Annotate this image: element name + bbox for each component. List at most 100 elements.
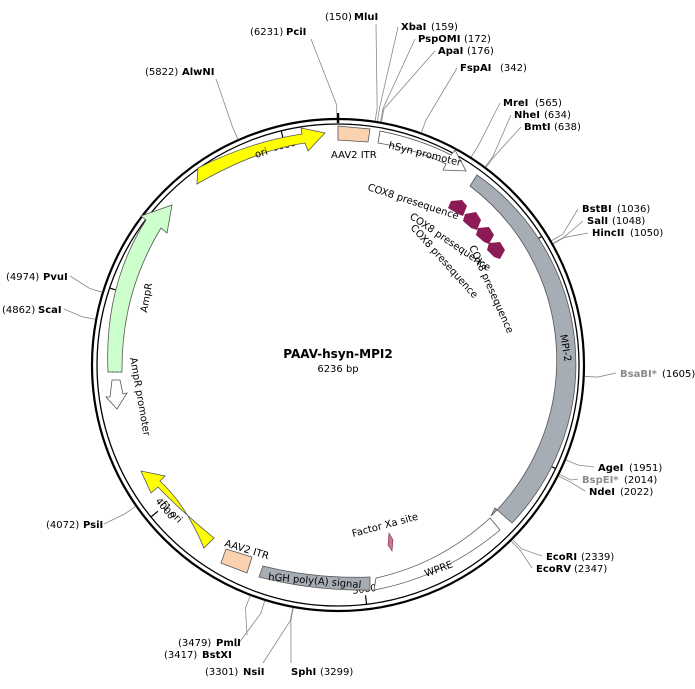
site-nsii-name: NsiI — [243, 667, 264, 678]
site-line-fspai — [421, 67, 458, 133]
plasmid-name: PAAV-hsyn-MPI2 — [283, 347, 392, 361]
site-nhei-pos: (634) — [544, 110, 571, 121]
feature-wpre[interactable] — [373, 517, 501, 591]
site-sphi-name: SphI — [291, 667, 316, 678]
site-apai[interactable]: ApaI (176) — [438, 46, 494, 57]
site-hincii-name: HincII — [592, 228, 624, 239]
site-pvui-name: PvuI — [43, 272, 68, 283]
feature-ori[interactable] — [196, 127, 326, 185]
site-xbai[interactable]: XbaI (159) — [401, 22, 458, 33]
site-sali[interactable]: SalI (1048) — [587, 216, 645, 227]
feature-hsyn-promoter[interactable] — [377, 130, 467, 172]
feature-cox8-3[interactable] — [476, 227, 494, 244]
feature-ampr[interactable] — [107, 204, 173, 373]
site-hincii-pos: (1050) — [630, 228, 663, 239]
site-bspei[interactable]: BspEI* (2014) — [582, 475, 657, 486]
site-bstbi-name: BstBI — [582, 204, 612, 215]
site-bspei-name: BspEI* — [582, 475, 619, 486]
feature-cox8-1[interactable] — [448, 200, 467, 216]
site-pspomi-name: PspOMI — [418, 34, 460, 45]
site-pvui-pos: (4974) — [6, 272, 39, 283]
site-ecorv-pos: (2347) — [574, 564, 607, 575]
site-pmli[interactable]: (3479) PmlI — [178, 638, 241, 649]
site-agei-pos: (1951) — [629, 463, 662, 474]
site-scai[interactable]: (4862) ScaI — [2, 305, 62, 316]
site-line-pcii — [310, 38, 338, 119]
site-bmti[interactable]: BmtI (638) — [524, 122, 581, 133]
feature-cox8-4[interactable] — [487, 242, 505, 259]
site-bmti-name: BmtI — [524, 122, 551, 133]
site-nhei-name: NheI — [514, 110, 540, 121]
site-ndei-name: NdeI — [589, 487, 615, 498]
feature-ampr-promoter[interactable] — [105, 379, 128, 410]
feature-aav2-itr-top[interactable] — [337, 125, 371, 143]
tick-mark-4000 — [150, 510, 159, 518]
site-alwni[interactable]: (5822) AlwNI — [145, 67, 215, 78]
feature-aav2-itr-bottom[interactable] — [220, 548, 253, 574]
site-mlui[interactable]: (150) MluI — [325, 12, 378, 23]
site-fspai[interactable]: FspAI (342) — [460, 63, 527, 74]
site-ecori[interactable]: EcoRI (2339) — [546, 552, 614, 563]
site-line-mlui — [374, 23, 378, 121]
feature-aav2-itr-top-label: AAV2 ITR — [331, 150, 377, 161]
site-ndei[interactable]: NdeI (2022) — [589, 487, 653, 498]
site-pcii[interactable]: (6231) PciI — [250, 27, 306, 38]
site-line-bstbi — [551, 208, 579, 242]
site-line-ecorv — [510, 540, 533, 569]
site-pmli-pos: (3479) — [178, 638, 211, 649]
site-nsii[interactable]: (3301) NsiI — [205, 667, 264, 678]
backbone-inner-ring — [96, 123, 580, 607]
feature-cox8-2[interactable] — [463, 212, 481, 230]
feature-mpi2[interactable] — [469, 174, 577, 524]
site-sali-pos: (1048) — [612, 216, 645, 227]
site-pmli-name: PmlI — [216, 638, 241, 649]
site-pcii-name: PciI — [286, 27, 306, 38]
site-bmti-pos: (638) — [554, 122, 581, 133]
site-pspomi-pos: (172) — [464, 34, 491, 45]
site-line-bspei — [559, 473, 579, 481]
feature-f1-ori[interactable] — [140, 470, 215, 549]
site-agei-name: AgeI — [598, 463, 623, 474]
feature-ori-label: ori — [254, 147, 270, 161]
site-alwni-name: AlwNI — [182, 67, 215, 78]
site-psii-name: PsiI — [83, 520, 103, 531]
feature-ampr-label: AmpR — [139, 282, 155, 313]
site-sphi[interactable]: SphI (3299) — [291, 667, 353, 678]
site-line-xbai — [377, 26, 399, 122]
site-ecorv[interactable]: EcoRV (2347) — [536, 564, 607, 575]
site-scai-pos: (4862) — [2, 305, 35, 316]
site-bstxi-pos: (3417) — [164, 650, 197, 661]
site-xbai-name: XbaI — [401, 22, 426, 33]
site-pspomi[interactable]: PspOMI (172) — [418, 34, 491, 45]
site-pvui[interactable]: (4974) PvuI — [6, 272, 68, 283]
plasmid-length: 6236 bp — [317, 364, 358, 375]
site-bstxi-name: BstXI — [202, 650, 232, 661]
site-mrei[interactable]: MreI (565) — [503, 98, 562, 109]
site-scai-name: ScaI — [38, 305, 62, 316]
site-hincii[interactable]: HincII (1050) — [592, 228, 663, 239]
site-bsabi[interactable]: BsaBI* (1605) — [620, 369, 695, 380]
site-bstbi[interactable]: BstBI (1036) — [582, 204, 650, 215]
site-bstbi-pos: (1036) — [617, 204, 650, 215]
site-line-pmli — [245, 595, 251, 636]
site-alwni-pos: (5822) — [145, 67, 178, 78]
site-bspei-pos: (2014) — [624, 475, 657, 486]
site-psii-pos: (4072) — [46, 520, 79, 531]
site-line-bsabi — [584, 372, 617, 378]
site-line-prei — [470, 102, 501, 158]
site-mrei-name: MreI — [503, 98, 528, 109]
site-line-apai — [381, 50, 436, 122]
feature-hgh-polya[interactable] — [258, 565, 371, 591]
site-line-scai — [63, 308, 96, 320]
site-psii[interactable]: (4072) PsiI — [46, 520, 103, 531]
feature-mpi2-label: MPI-2 — [557, 334, 573, 363]
site-bsabi-name: BsaBI* — [620, 369, 658, 380]
site-line-sphi — [290, 607, 294, 664]
site-line-pspomi — [380, 38, 416, 122]
feature-factor-xa-label: Factor Xa site — [351, 512, 420, 540]
site-agei[interactable]: AgeI (1951) — [598, 463, 662, 474]
feature-factor-xa[interactable] — [387, 532, 394, 552]
tick-mark-3000 — [364, 595, 368, 605]
site-bstxi[interactable]: (3417) BstXI — [164, 650, 232, 661]
site-nhei[interactable]: NheI (634) — [514, 110, 571, 121]
